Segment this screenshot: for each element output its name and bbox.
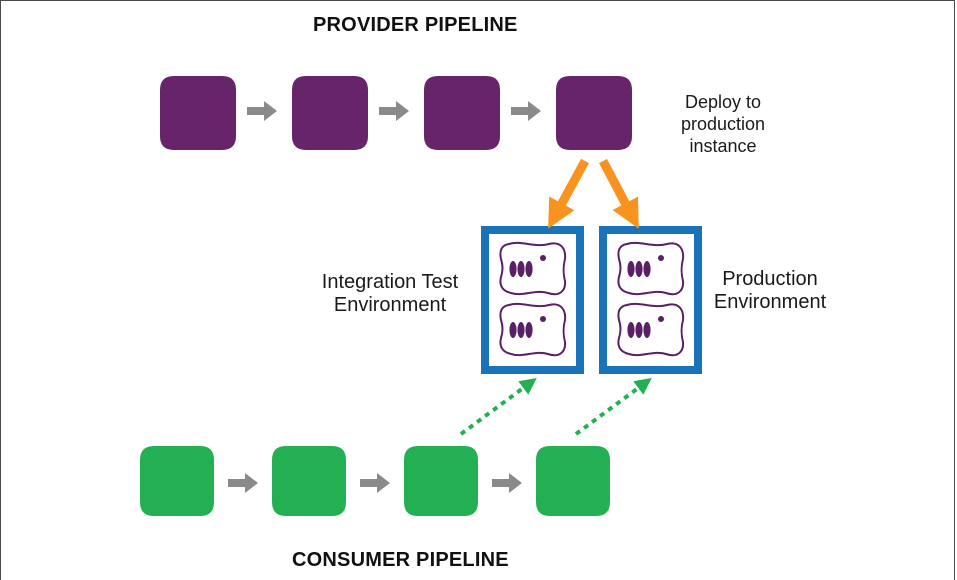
consumer-stage-2: [272, 446, 346, 516]
provider-stage-4: [556, 76, 632, 150]
production-environment-service-1-cell-2: [635, 261, 643, 277]
deploy-label: Deploy to production instance: [680, 92, 766, 156]
provider-flow-arrow-3: [511, 101, 541, 121]
consumer-stage-4: [536, 446, 610, 516]
production-env-label: Production Environment: [713, 268, 827, 313]
provider-pipeline-title: PROVIDER PIPELINE: [313, 14, 518, 36]
integration-test-environment-service-2-cell-3: [525, 322, 533, 338]
provider-flow-arrow-1: [247, 101, 277, 121]
provider-stage-1: [160, 76, 236, 150]
provider-stage-3: [424, 76, 500, 150]
integration-test-environment-service-2-cell-1: [509, 322, 517, 338]
provider-stage-2: [292, 76, 368, 150]
integration-test-environment-service-1-cell-3: [525, 261, 533, 277]
consumer-flow-arrow-3: [492, 473, 522, 493]
integration-env-label: Integration Test Environment: [321, 271, 459, 316]
production-environment-service-2: [617, 302, 685, 357]
consumer-test-arrow-production: [574, 378, 652, 436]
integration-test-environment-service-1-cell-1: [509, 261, 517, 277]
integration-test-environment-service-2-dot: [540, 316, 546, 322]
production-environment-service-1-cell-1: [627, 261, 635, 277]
consumer-test-arrow-integration: [459, 378, 537, 436]
consumer-flow-arrow-1: [228, 473, 258, 493]
integration-test-environment-service-2: [499, 302, 567, 357]
integration-test-environment-service-2-cell-2: [517, 322, 525, 338]
consumer-pipeline-title: CONSUMER PIPELINE: [292, 549, 509, 571]
production-environment-service-1-cell-3: [643, 261, 651, 277]
production-environment-service-2-cell-2: [635, 322, 643, 338]
production-environment-service-2-cell-1: [627, 322, 635, 338]
integration-test-environment: [481, 226, 584, 374]
deploy-arrow-to-production: [599, 158, 639, 229]
integration-test-environment-service-1-cell-2: [517, 261, 525, 277]
production-environment: [599, 226, 702, 374]
production-environment-service-1-dot: [658, 255, 664, 261]
deploy-arrow-to-integration: [548, 158, 589, 229]
integration-test-environment-service-1-dot: [540, 255, 546, 261]
production-environment-service-1: [617, 241, 685, 296]
provider-flow-arrow-2: [379, 101, 409, 121]
production-environment-service-2-dot: [658, 316, 664, 322]
production-environment-service-2-cell-3: [643, 322, 651, 338]
consumer-flow-arrow-2: [360, 473, 390, 493]
integration-test-environment-service-1: [499, 241, 567, 296]
consumer-stage-1: [140, 446, 214, 516]
consumer-stage-3: [404, 446, 478, 516]
